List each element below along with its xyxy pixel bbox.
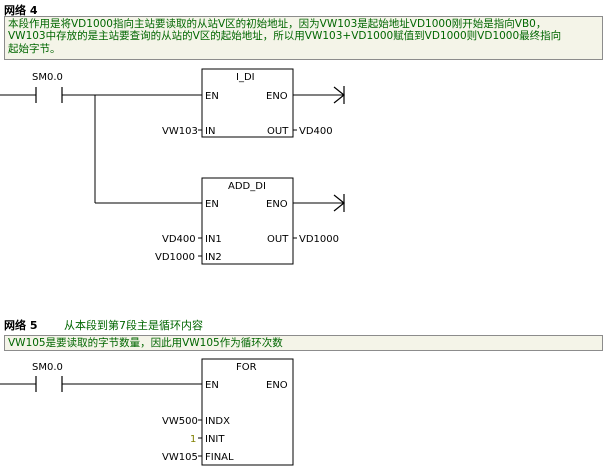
comment-line: 本段作用是将VD1000指向主站要读取的从站V区的初始地址，因为VW103是起始… <box>8 18 547 30</box>
en-pin: EN <box>205 199 219 210</box>
network-5-ladder: SM0.0 FOR EN ENO INDX INIT FINAL VW500 1… <box>0 358 294 466</box>
sm0-0-contact[interactable] <box>35 376 63 392</box>
comment-line: VW103中存放的是主站要查询的从站的V区的起始地址，所以用VW103+VD10… <box>8 30 562 43</box>
eno-arrow-icon <box>333 194 345 212</box>
out-pin: OUT <box>267 126 289 137</box>
i-di-box[interactable]: I_DI EN ENO IN OUT <box>201 68 294 138</box>
in1-pin: IN1 <box>205 234 222 245</box>
network-4-ladder: SM0.0 I_DI EN ENO IN OUT VW103 VD400 ADD… <box>0 68 345 265</box>
indx-pin: INDX <box>205 416 230 427</box>
indx-operand[interactable]: VW500 <box>162 416 198 427</box>
contact-label: SM0.0 <box>32 362 63 373</box>
comment-line: VW105是要读取的字节数量，因此用VW105作为循环次数 <box>8 337 283 349</box>
eno-pin: ENO <box>266 380 288 391</box>
init-operand[interactable]: 1 <box>190 434 196 445</box>
en-pin: EN <box>205 380 219 391</box>
out-operand[interactable]: VD1000 <box>299 234 339 245</box>
final-operand[interactable]: VW105 <box>162 452 198 463</box>
for-box[interactable]: FOR EN ENO INDX INIT FINAL <box>201 358 294 466</box>
network-4-title[interactable]: 网络 4 <box>4 4 38 17</box>
in1-operand[interactable]: VD400 <box>162 234 196 245</box>
en-pin: EN <box>205 91 219 102</box>
in2-pin: IN2 <box>205 252 222 263</box>
network-5-comment[interactable]: VW105是要读取的字节数量，因此用VW105作为循环次数 <box>4 335 603 351</box>
add-di-box[interactable]: ADD_DI EN ENO IN1 OUT IN2 <box>201 177 294 265</box>
in-operand[interactable]: VW103 <box>162 126 198 137</box>
network-5-title[interactable]: 网络 5 <box>4 319 38 332</box>
network-4-comment[interactable]: 本段作用是将VD1000指向主站要读取的从站V区的初始地址，因为VW103是起始… <box>4 16 603 60</box>
eno-pin: ENO <box>266 91 288 102</box>
sm0-0-contact[interactable] <box>35 87 63 103</box>
box-title: ADD_DI <box>228 181 266 192</box>
in-pin: IN <box>205 126 215 137</box>
init-pin: INIT <box>205 434 225 445</box>
final-pin: FINAL <box>205 452 234 463</box>
box-title: I_DI <box>236 72 255 83</box>
out-pin: OUT <box>267 234 289 245</box>
contact-label: SM0.0 <box>32 72 63 83</box>
out-operand[interactable]: VD400 <box>299 126 333 137</box>
comment-line: 起始字节。 <box>8 42 61 55</box>
box-title: FOR <box>236 362 257 373</box>
network-5-description: 从本段到第7段主是循环内容 <box>64 319 203 332</box>
eno-arrow-icon <box>333 86 345 104</box>
eno-pin: ENO <box>266 199 288 210</box>
in2-operand[interactable]: VD1000 <box>155 252 195 263</box>
